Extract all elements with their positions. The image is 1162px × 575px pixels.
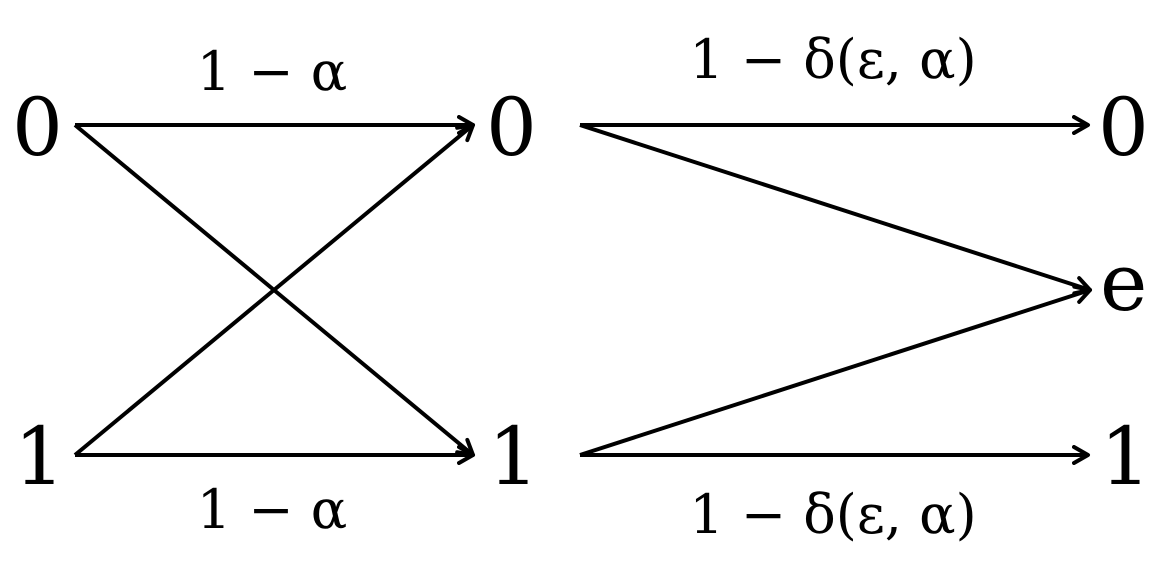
edge-in1-to-mid0 — [73, 123, 475, 457]
output-node-0: 0 — [1098, 81, 1149, 174]
middle-node-1: 1 — [488, 410, 539, 503]
output-node-1: 1 — [1100, 410, 1151, 503]
label-channel-one-top: 1 − α — [197, 40, 347, 103]
edge-mid0-to-oute — [579, 123, 1092, 296]
output-node-e: e — [1100, 236, 1147, 329]
edge-mid1-to-oute — [579, 284, 1092, 457]
label-channel-one-bottom: 1 − α — [197, 478, 347, 541]
input-node-1: 1 — [14, 410, 65, 503]
label-channel-two-bottom: 1 − δ(ε, α) — [689, 483, 976, 546]
middle-node-0: 0 — [486, 81, 537, 174]
label-channel-two-top: 1 − δ(ε, α) — [689, 28, 976, 91]
input-node-0: 0 — [12, 81, 63, 174]
